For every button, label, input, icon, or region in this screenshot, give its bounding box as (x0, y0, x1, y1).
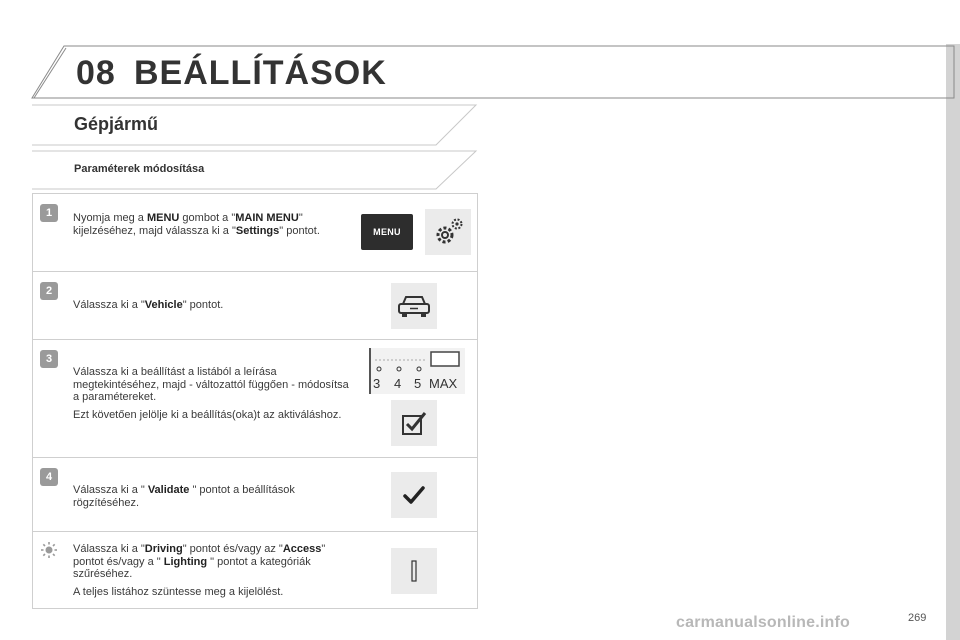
step-text: Nyomja meg a MENU gombot a "MAIN MENU" k… (73, 212, 320, 237)
checkbox-pencil-icon (391, 400, 437, 446)
step-badge: 2 (40, 282, 58, 300)
margin-bar (946, 44, 960, 640)
step-text: Válassza ki a "Driving" pontot és/vagy a… (73, 543, 326, 598)
step-tip: Válassza ki a "Driving" pontot és/vagy a… (33, 531, 477, 609)
menu-button[interactable]: MENU (361, 214, 413, 250)
step-text: Válassza ki a "Vehicle" pontot. (73, 299, 224, 311)
scale-label: 5 (414, 376, 422, 391)
step-badge: 1 (40, 204, 58, 222)
page-number: 269 (908, 612, 927, 624)
step-1: 1 Nyomja meg a MENU gombot a "MAIN MENU"… (33, 193, 477, 271)
chapter-number: 08 (76, 54, 116, 92)
step-text: Válassza ki a beállítást a listából a le… (73, 366, 349, 421)
scale-label: 3 (373, 376, 381, 391)
scale-panel: 3 4 5 MAX (369, 348, 465, 394)
step-badge: 3 (40, 350, 58, 368)
subsection-title: Paraméterek módosítása (74, 163, 205, 175)
steps-list: 1 Nyomja meg a MENU gombot a "MAIN MENU"… (32, 193, 478, 609)
step-badge: 4 (40, 468, 58, 486)
subsection-title-box: Paraméterek módosítása (32, 150, 478, 190)
chapter-header-frame (31, 45, 955, 99)
step-4: 4 Válassza ki a " Validate " pontot a be… (33, 457, 477, 531)
step-3: 3 Válassza ki a beállítást a listából a … (33, 339, 477, 457)
chapter-header: 08 BEÁLLÍTÁSOK (30, 44, 956, 100)
watermark: carmanualsonline.info (676, 614, 851, 631)
section-title: Gépjármű (74, 114, 159, 134)
step-text: Válassza ki a " Validate " pontot a beál… (73, 484, 295, 509)
step-2: 2 Válassza ki a "Vehicle" pontot. (33, 271, 477, 339)
settings-gears-icon (425, 209, 471, 255)
checkmark-icon (391, 472, 437, 518)
scale-label: MAX (429, 376, 458, 391)
car-icon (391, 283, 437, 329)
sun-tip-icon (40, 541, 58, 559)
funnel-filter-icon (391, 548, 437, 594)
section-title-box: Gépjármű (32, 104, 478, 146)
chapter-title: BEÁLLÍTÁSOK (134, 54, 387, 92)
scale-label: 4 (394, 376, 402, 391)
